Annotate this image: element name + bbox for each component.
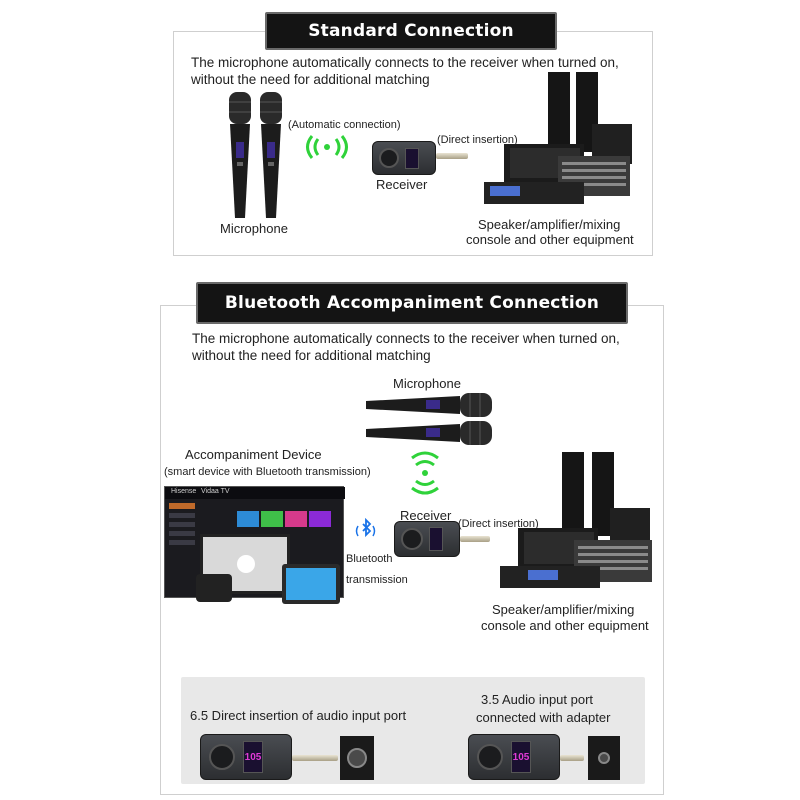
- tablet-screen: [286, 568, 336, 600]
- accompaniment-device-subtitle: (smart device with Bluetooth transmissio…: [164, 466, 371, 478]
- wireless-signal-icon: [411, 451, 439, 495]
- bluetooth-receiver-label: Receiver: [400, 508, 452, 523]
- audio-jack-plug: [292, 755, 338, 761]
- tv-app-tile: [285, 511, 307, 527]
- receiver-screen: 105: [511, 741, 531, 773]
- audio-jack-plug: [436, 153, 468, 159]
- standard-equipment-line1: Speaker/amplifier/mixing: [478, 217, 621, 232]
- tablet-device: [282, 564, 340, 604]
- tv-app-tile: [309, 511, 331, 527]
- audio-input-port: [340, 736, 374, 780]
- port-socket: [598, 752, 610, 764]
- standard-equipment-line2: console and other equipment: [466, 232, 634, 247]
- tv-app-tile: [237, 511, 259, 527]
- bluetooth-connection-title: Bluetooth Accompaniment Connection Diagr…: [196, 282, 628, 351]
- receiver-device: [372, 141, 436, 175]
- receiver-screen: [429, 527, 443, 551]
- direct-insertion-port-label: 6.5 Direct insertion of audio input port: [190, 708, 407, 723]
- bluetooth-equipment-line2: console and other equipment: [481, 618, 649, 633]
- speaker-amplifier-mixer-illustration: [500, 452, 652, 588]
- receiver-knob: [477, 744, 503, 770]
- audio-input-port: [588, 736, 620, 780]
- microphone-icon: [229, 92, 251, 218]
- bluetooth-transmission-line2: transmission: [346, 574, 408, 586]
- port-socket: [347, 748, 367, 768]
- microphone-icon: [366, 421, 492, 445]
- tv-brand: Hisense: [171, 488, 197, 495]
- receiver-screen: 105: [243, 741, 263, 773]
- receiver-device: [394, 521, 460, 557]
- standard-caption-line1: The microphone automatically connects to…: [191, 55, 619, 70]
- microphone-icon: [366, 393, 492, 417]
- tv-menu-item: [169, 540, 195, 545]
- adapter-port-label-line1: 3.5 Audio input port: [481, 692, 594, 707]
- tv-menu-item: [169, 531, 195, 536]
- receiver-device: 105: [200, 734, 292, 780]
- receiver-device: 105: [468, 734, 560, 780]
- accompaniment-device-title: Accompaniment Device: [185, 447, 322, 462]
- bluetooth-caption-line2: without the need for additional matching: [192, 348, 431, 363]
- receiver-knob: [209, 744, 235, 770]
- tv-top-bar: Hisense Vidaa TV: [165, 487, 345, 499]
- adapter-port-label-line2: connected with adapter: [476, 710, 611, 725]
- bluetooth-microphone-label: Microphone: [393, 376, 461, 391]
- tv-menu-item: [169, 522, 195, 527]
- play-icon: [237, 555, 255, 573]
- bluetooth-transmission-line1: Bluetooth: [346, 553, 393, 565]
- tablet-device: [196, 574, 232, 602]
- tv-menu-item: [169, 503, 195, 509]
- bluetooth-icon: [355, 518, 376, 538]
- audio-jack-plug: [460, 536, 490, 542]
- standard-direct-insertion-label: (Direct insertion): [437, 134, 518, 146]
- speaker-amplifier-mixer-illustration: [484, 72, 632, 204]
- receiver-screen: [405, 148, 419, 169]
- standard-microphone-label: Microphone: [220, 221, 288, 236]
- standard-receiver-label: Receiver: [376, 177, 428, 192]
- receiver-knob: [401, 528, 423, 550]
- microphone-icon: [260, 92, 282, 218]
- automatic-connection-label: (Automatic connection): [288, 119, 401, 131]
- bluetooth-caption-line1: The microphone automatically connects to…: [192, 331, 620, 346]
- tv-app-tile: [261, 511, 283, 527]
- standard-connection-title: Standard Connection Diagram: [265, 12, 557, 75]
- bluetooth-direct-insertion-label: (Direct insertion): [458, 518, 539, 530]
- audio-adapter-plug: [560, 755, 584, 761]
- wireless-signal-icon: [306, 135, 348, 159]
- receiver-knob: [379, 148, 399, 168]
- tv-os: Vidaa TV: [201, 488, 230, 495]
- bluetooth-equipment-line1: Speaker/amplifier/mixing: [492, 602, 635, 617]
- tv-menu-item: [169, 513, 195, 518]
- standard-caption-line2: without the need for additional matching: [191, 72, 430, 87]
